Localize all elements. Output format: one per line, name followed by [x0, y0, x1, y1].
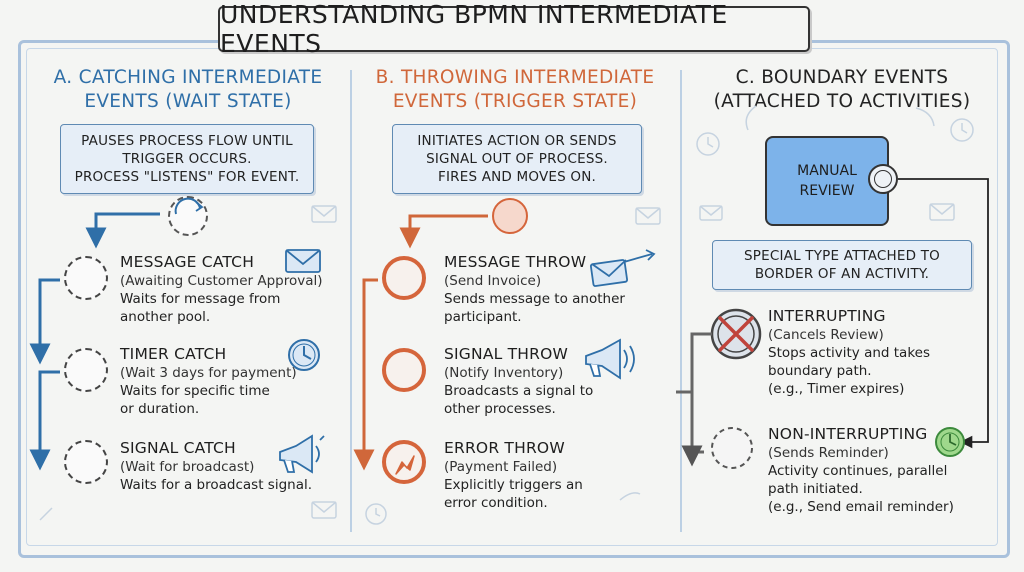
event-subtitle: (Wait for broadcast) [120, 459, 255, 475]
column-b-description: INITIATES ACTION OR SENDS SIGNAL OUT OF … [392, 124, 642, 194]
interrupting-block: INTERRUPTING (Cancels Review) Stops acti… [768, 306, 930, 398]
event-subtitle: (Notify Inventory) [444, 365, 564, 381]
column-c-desc-line2: BORDER OF AN ACTIVITY. [754, 266, 930, 282]
column-c-description: SPECIAL TYPE ATTACHED TO BORDER OF AN AC… [712, 240, 972, 290]
event-name: MESSAGE CATCH [120, 253, 255, 271]
column-b-desc-line1: INITIATES ACTION OR SENDS [417, 133, 617, 149]
event-name: NON-INTERRUPTING [768, 425, 928, 443]
throw-start-event [492, 198, 528, 234]
event-subtitle: (Payment Failed) [444, 459, 558, 475]
column-b-heading-line1: B. THROWING INTERMEDIATE [375, 67, 655, 88]
event-text-line3: (e.g., Send email reminder) [768, 499, 954, 515]
event-text-line1: Broadcasts a signal to [444, 383, 594, 399]
column-a-description: PAUSES PROCESS FLOW UNTIL TRIGGER OCCURS… [60, 124, 314, 194]
boundary-event-inner-ring [874, 170, 892, 188]
event-name: SIGNAL CATCH [120, 439, 236, 457]
message-catch-event [64, 256, 108, 300]
event-subtitle: (Send Invoice) [444, 273, 542, 289]
event-text-line2: error condition. [444, 495, 548, 511]
timer-catch-block: TIMER CATCH (Wait 3 days for payment) Wa… [120, 344, 297, 418]
event-subtitle: (Wait 3 days for payment) [120, 365, 297, 381]
event-subtitle: (Awaiting Customer Approval) [120, 273, 323, 289]
column-c-heading-line1: C. BOUNDARY EVENTS [735, 67, 949, 88]
task-label-line2: REVIEW [799, 183, 855, 199]
column-b-desc-line3: FIRES AND MOVES ON. [437, 169, 596, 185]
column-a-desc-line1: PAUSES PROCESS FLOW UNTIL [81, 133, 293, 149]
column-a-heading: A. CATCHING INTERMEDIATE EVENTS (WAIT ST… [30, 66, 346, 114]
timer-catch-event [64, 348, 108, 392]
message-throw-block: MESSAGE THROW (Send Invoice) Sends messa… [444, 252, 625, 326]
error-throw-event [382, 440, 426, 484]
event-name: MESSAGE THROW [444, 253, 587, 271]
column-a-heading-line2: EVENTS (WAIT STATE) [84, 91, 292, 112]
event-text-line1: Activity continues, parallel [768, 463, 948, 479]
column-b-heading: B. THROWING INTERMEDIATE EVENTS (TRIGGER… [356, 66, 674, 114]
column-a-desc-line2: TRIGGER OCCURS. [122, 151, 252, 167]
non-interrupting-block: NON-INTERRUPTING (Sends Reminder) Activi… [768, 424, 954, 516]
event-text-line1: Waits for a broadcast signal. [120, 477, 313, 493]
event-text-line1: Stops activity and takes [768, 345, 930, 361]
column-c-desc-line1: SPECIAL TYPE ATTACHED TO [743, 248, 940, 264]
event-text-line2: other processes. [444, 401, 556, 417]
event-text-line2: boundary path. [768, 363, 872, 379]
event-text-line1: Waits for message from [120, 291, 281, 307]
task-label-line1: MANUAL [797, 163, 857, 179]
column-c-heading: C. BOUNDARY EVENTS (ATTACHED TO ACTIVITI… [686, 66, 998, 114]
column-a-desc-line3: PROCESS "LISTENS" FOR EVENT. [74, 169, 300, 185]
divider-right [680, 70, 682, 532]
event-name: SIGNAL THROW [444, 345, 569, 363]
event-text-line3: (e.g., Timer expires) [768, 381, 905, 397]
message-throw-event [382, 256, 426, 300]
event-text-line2: path initiated. [768, 481, 863, 497]
signal-throw-event [382, 348, 426, 392]
event-text-line1: Sends message to another [444, 291, 625, 307]
divider-left [350, 70, 352, 532]
signal-catch-block: SIGNAL CATCH (Wait for broadcast) Waits … [120, 438, 312, 494]
event-subtitle: (Sends Reminder) [768, 445, 889, 461]
event-text-line2: or duration. [120, 401, 200, 417]
message-catch-block: MESSAGE CATCH (Awaiting Customer Approva… [120, 252, 323, 326]
page-title: UNDERSTANDING BPMN INTERMEDIATE EVENTS [218, 0, 810, 58]
event-name: INTERRUPTING [768, 307, 886, 325]
signal-catch-event [64, 440, 108, 484]
event-name: TIMER CATCH [120, 345, 227, 363]
column-a-heading-line1: A. CATCHING INTERMEDIATE [53, 67, 323, 88]
event-text-line1: Waits for specific time [120, 383, 270, 399]
event-subtitle: (Cancels Review) [768, 327, 884, 343]
signal-throw-block: SIGNAL THROW (Notify Inventory) Broadcas… [444, 344, 593, 418]
event-text-line1: Explicitly triggers an [444, 477, 583, 493]
column-b-desc-line2: SIGNAL OUT OF PROCESS. [426, 151, 608, 167]
event-text-line2: another pool. [120, 309, 211, 325]
column-b-heading-line2: EVENTS (TRIGGER STATE) [392, 91, 638, 112]
event-name: ERROR THROW [444, 439, 565, 457]
error-throw-block: ERROR THROW (Payment Failed) Explicitly … [444, 438, 583, 512]
catch-start-event [168, 196, 208, 236]
column-c-heading-line2: (ATTACHED TO ACTIVITIES) [713, 91, 971, 112]
event-text-line2: participant. [444, 309, 522, 325]
